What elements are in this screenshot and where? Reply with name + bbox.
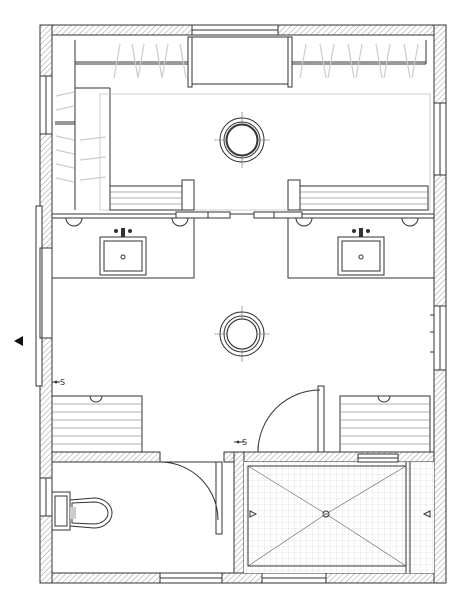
switch-marker: S	[234, 438, 247, 447]
hanger-mark	[131, 43, 139, 79]
toilet-icon	[51, 491, 113, 531]
closet-dresser	[191, 36, 289, 85]
shower-head-left	[249, 510, 258, 518]
vanity-right	[253, 211, 435, 279]
hanger-mark	[79, 136, 107, 141]
hanger-mark	[161, 43, 169, 79]
hanger-mark	[55, 149, 75, 155]
switch-label: S	[60, 378, 65, 387]
hanger-mark	[347, 43, 355, 79]
closet-left-column	[55, 64, 111, 210]
vanity-left	[51, 211, 231, 279]
switch-marker: S	[52, 378, 65, 387]
hanger-mark	[299, 43, 307, 79]
hanger-mark	[155, 43, 163, 79]
window-left-lower	[39, 477, 53, 517]
hanger-mark	[113, 43, 121, 79]
cabinet-lower-right	[339, 395, 431, 453]
hanger-mark	[327, 43, 335, 79]
sink-icon	[337, 228, 385, 276]
shower-drain-icon	[322, 510, 330, 518]
hanger-mark	[79, 176, 107, 181]
entry-arrow-icon	[14, 336, 23, 346]
switch-label: S	[242, 438, 247, 447]
shower	[244, 453, 434, 573]
hanger-mark	[355, 43, 363, 79]
window-top	[191, 24, 279, 36]
cabinet-lower-left	[51, 395, 143, 453]
closet-top-right	[287, 36, 427, 88]
sink-icon	[99, 228, 147, 276]
hanger-mark	[55, 163, 75, 169]
hanger-mark	[375, 43, 383, 79]
shower-head-right	[422, 510, 431, 518]
window-bottom-left	[159, 572, 223, 584]
bench-right	[287, 179, 429, 211]
entry-door[interactable]	[35, 205, 53, 387]
hanger-mark	[55, 91, 75, 97]
window-right-mid	[433, 305, 447, 371]
hanger-mark	[319, 43, 327, 79]
closet-top-left	[74, 36, 193, 88]
hanger-mark	[55, 135, 75, 141]
hanger-mark	[79, 156, 107, 161]
hanger-mark	[137, 43, 145, 79]
closet-floor-outline	[99, 93, 431, 211]
hanger-mark	[179, 43, 187, 79]
wall-outlets-right	[430, 314, 434, 353]
window-right-upper	[433, 102, 447, 176]
closet-hangers	[55, 43, 419, 183]
window-bottom-right	[261, 572, 327, 584]
ceiling-fixture-icon	[214, 112, 270, 168]
door-toilet-room[interactable]	[159, 461, 223, 535]
hanger-mark	[383, 43, 391, 79]
hanger-mark	[55, 177, 75, 183]
window-left-upper	[39, 75, 53, 135]
door-shower-hall[interactable]	[257, 385, 325, 453]
hanger-mark	[403, 43, 411, 79]
hanger-mark	[411, 43, 419, 79]
ceiling-fixture-icon	[214, 306, 270, 362]
bench-left	[109, 179, 195, 211]
hanger-mark	[55, 105, 75, 111]
